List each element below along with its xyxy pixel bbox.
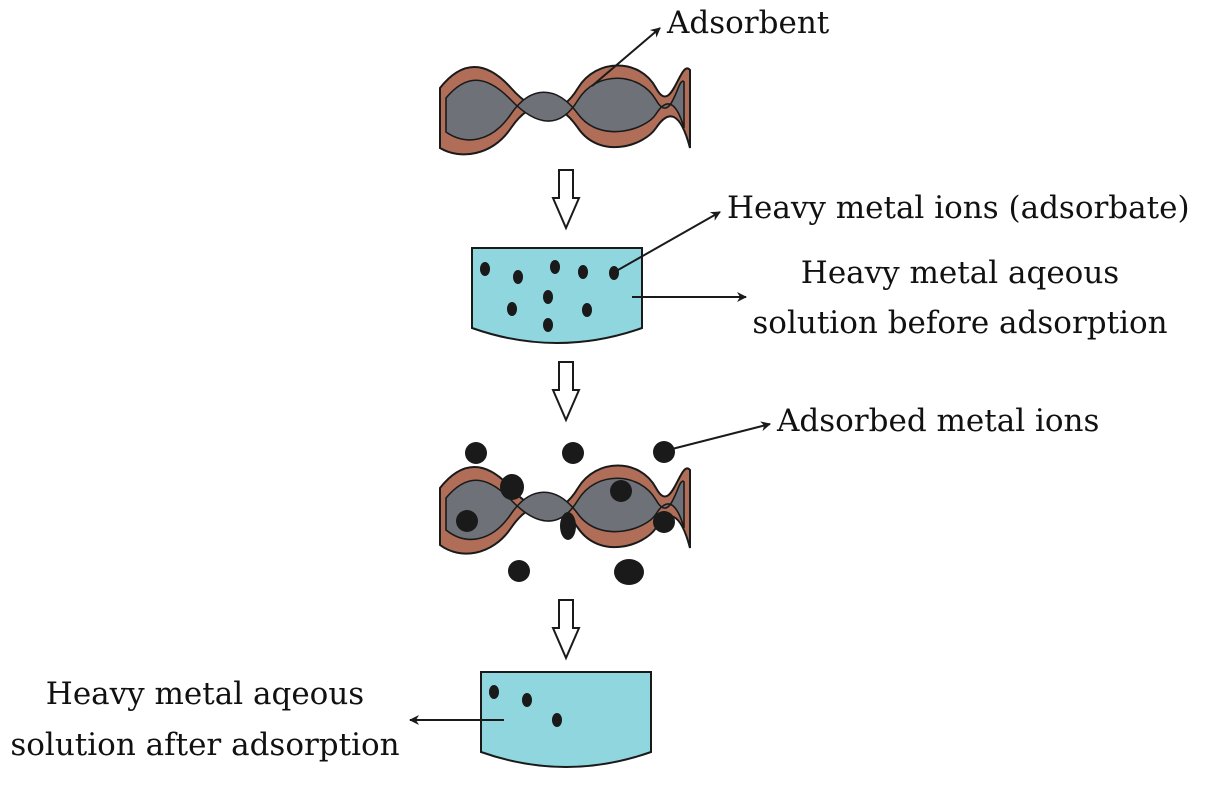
down-arrow-icon	[551, 169, 581, 231]
solution-before-beaker	[471, 247, 643, 344]
down-arrow-icon	[551, 361, 581, 423]
label-heavy-metal-ions: Heavy metal ions (adsorbate)	[727, 190, 1190, 226]
adsorbent-pointer	[591, 27, 661, 87]
adsorbent-wave	[439, 64, 691, 156]
label-solution-after-2: solution after adsorption	[10, 727, 400, 763]
heavy-metal-ions-pointer	[617, 211, 721, 271]
adsorbed-metal-ions	[456, 441, 675, 585]
label-solution-after-1: Heavy metal aqeous	[45, 676, 365, 712]
adsorbed-ions-pointer	[671, 421, 771, 450]
metal-ions-before	[480, 260, 619, 332]
adsorbent-with-ions	[439, 441, 691, 585]
label-solution-before-2: solution before adsorption	[752, 305, 1168, 341]
metal-ions-after	[489, 685, 562, 727]
down-arrow-icon	[551, 599, 581, 661]
solution-after-beaker	[480, 671, 652, 768]
label-solution-before-1: Heavy metal aqeous	[800, 255, 1120, 291]
label-adsorbed-ions: Adsorbed metal ions	[777, 403, 1100, 439]
label-adsorbent: Adsorbent	[667, 5, 830, 41]
